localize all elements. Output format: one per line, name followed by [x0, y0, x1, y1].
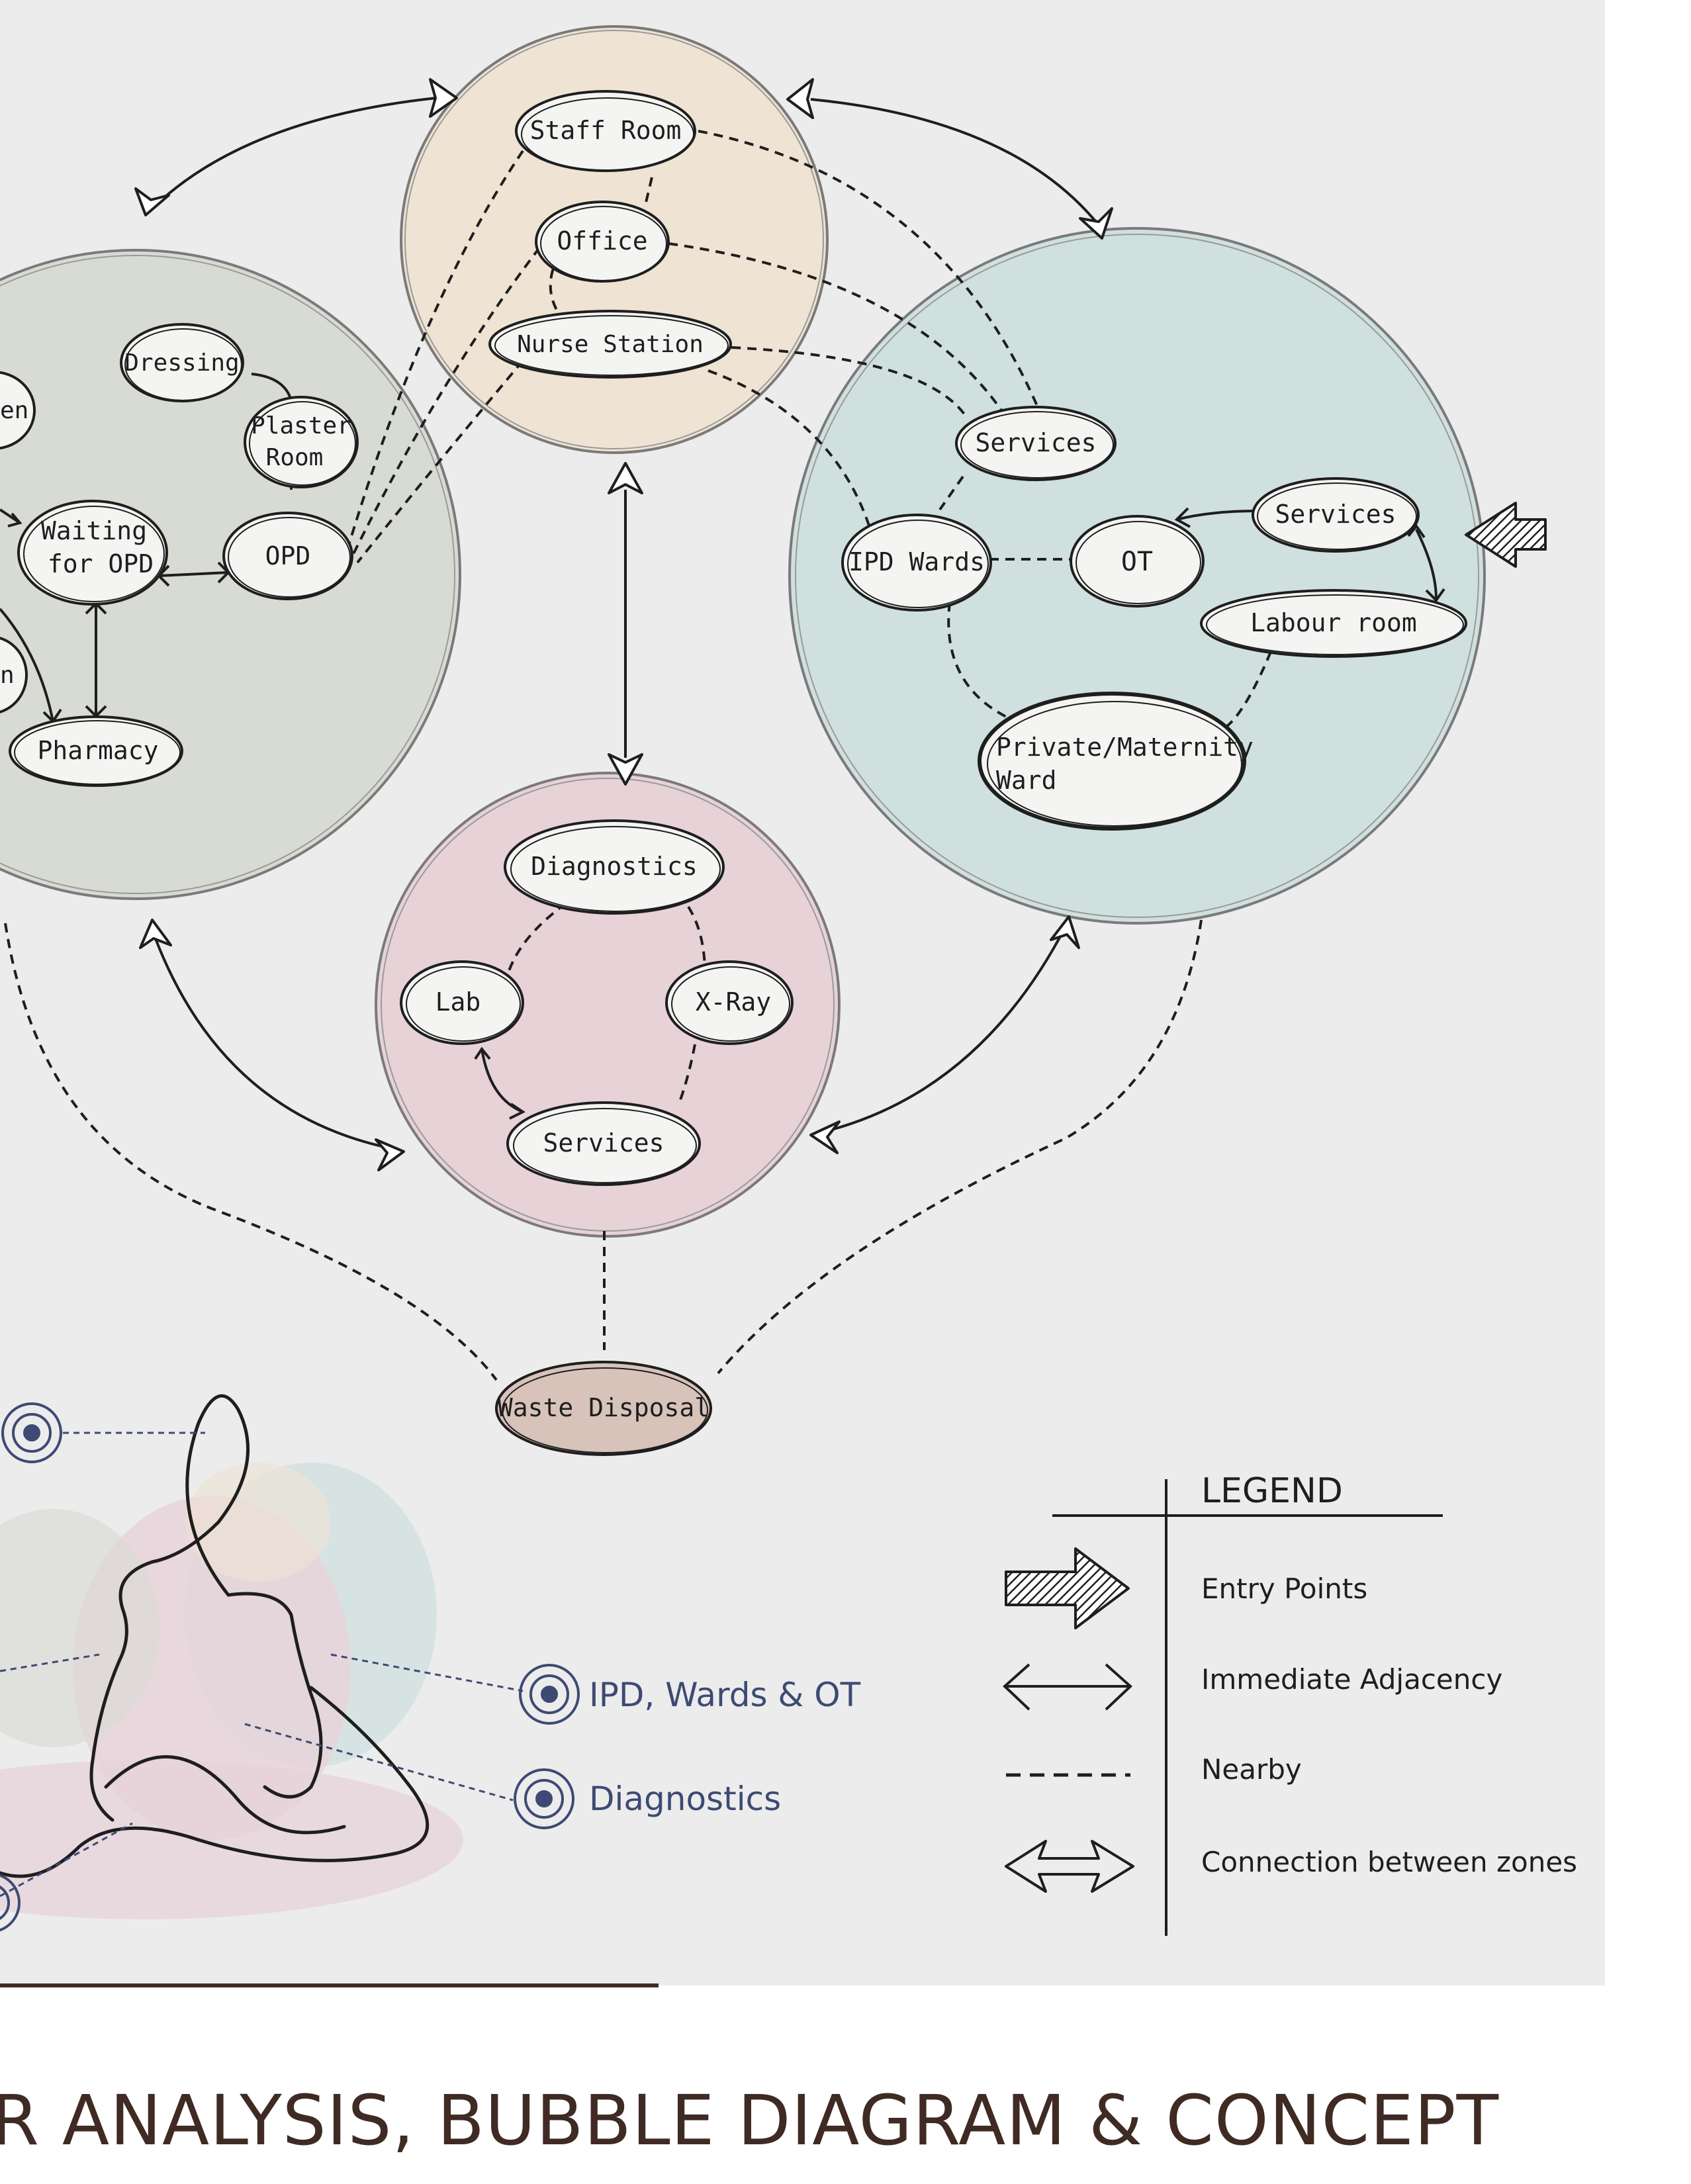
plaster-room-label-line1: Plaster — [251, 412, 351, 439]
staff-room-label: Staff Room — [530, 116, 682, 145]
pharmacy-label: Pharmacy — [37, 736, 158, 765]
node-nurse-station: Nurse Station — [488, 310, 732, 379]
node-ipd-wards: IPD Wards — [841, 514, 992, 612]
legend-entry-icon — [1005, 1547, 1130, 1629]
legend-nearby: Nearby — [1201, 1753, 1302, 1786]
target-icon — [519, 1664, 580, 1725]
zone-connection-curves — [144, 97, 1100, 1150]
left-cut-2-label: n — [0, 662, 15, 689]
office-label: Office — [557, 226, 647, 255]
node-private-maternity: Private/Maternity Ward — [978, 692, 1254, 831]
callout-diagnostics-label: Diagnostics — [589, 1780, 781, 1818]
labour-room-label: Labour room — [1250, 608, 1417, 637]
nearby-links — [4, 130, 1272, 1381]
node-services-right: Services — [1252, 477, 1420, 553]
node-lab: Lab — [400, 960, 524, 1045]
target-icon — [514, 1768, 574, 1829]
legend-adjacency-icon — [1003, 1663, 1132, 1711]
ot-label: OT — [1121, 547, 1153, 577]
concept-figure — [0, 1394, 463, 1919]
left-cut-1-label: en — [0, 397, 28, 424]
entry-point-arrow-icon — [1465, 502, 1547, 568]
services-top-right-label: Services — [975, 428, 1096, 457]
callout-ipd-label: IPD, Wards & OT — [589, 1676, 861, 1714]
nodes: Staff Room Office Nurse Station Dressing… — [0, 90, 1467, 1456]
diagnostics-zone-bubble — [375, 772, 841, 1238]
waiting-opd-label-line2: for OPD — [48, 549, 154, 578]
legend-entry-points: Entry Points — [1201, 1572, 1367, 1605]
node-staff-room: Staff Room — [515, 90, 696, 172]
node-services-top-right: Services — [955, 406, 1117, 481]
opd-label: OPD — [265, 541, 311, 570]
node-labour-room: Labour room — [1200, 589, 1467, 658]
node-pharmacy: Pharmacy — [9, 715, 183, 787]
node-xray: X-Ray — [665, 960, 794, 1045]
node-left-cut-2: n — [0, 637, 28, 713]
xray-label: X-Ray — [696, 987, 771, 1017]
private-maternity-label-line2: Ward — [996, 766, 1057, 795]
node-left-cut-1: en — [0, 371, 36, 450]
ipd-wards-label: IPD Wards — [848, 547, 985, 576]
target-icon — [0, 1874, 21, 1932]
node-office: Office — [535, 201, 670, 283]
legend: LEGEND Entry Points Immediate Adjacency … — [1003, 1471, 1577, 1936]
nurse-station-label: Nurse Station — [517, 331, 704, 358]
plaster-room-label-line2: Room — [266, 444, 324, 471]
services-bottom-label: Services — [543, 1128, 664, 1158]
node-plaster-room: Plaster Room — [244, 396, 359, 488]
node-diagnostics: Diagnostics — [504, 819, 725, 915]
services-right-label: Services — [1275, 500, 1396, 529]
node-services-bottom: Services — [506, 1101, 701, 1186]
private-maternity-label-line1: Private/Maternity — [996, 733, 1254, 762]
node-waiting-opd: Waiting for OPD — [17, 500, 168, 606]
diagnostics-label: Diagnostics — [531, 852, 698, 881]
legend-zone-connection-icon — [1005, 1840, 1134, 1893]
zone-connection-arrowheads — [134, 78, 1113, 1171]
lab-label: Lab — [435, 987, 481, 1017]
waste-disposal-label: Waste Disposal — [498, 1393, 709, 1422]
target-icon — [1, 1402, 62, 1463]
legend-connection-between-zones: Connection between zones — [1201, 1846, 1577, 1878]
node-waste-disposal: Waste Disposal — [495, 1361, 712, 1456]
node-dressing: Dressing — [120, 323, 244, 402]
dressing-label: Dressing — [124, 349, 239, 377]
node-opd: OPD — [222, 512, 353, 600]
legend-heading: LEGEND — [1201, 1471, 1343, 1511]
legend-immediate-adjacency: Immediate Adjacency — [1201, 1663, 1502, 1696]
page-title: ER ANALYSIS, BUBBLE DIAGRAM & CONCEPT — [0, 2080, 1499, 2161]
waiting-opd-label-line1: Waiting — [41, 516, 147, 545]
callouts: IPD, Wards & OT Diagnostics — [0, 1402, 861, 1932]
node-ot: OT — [1070, 515, 1205, 608]
